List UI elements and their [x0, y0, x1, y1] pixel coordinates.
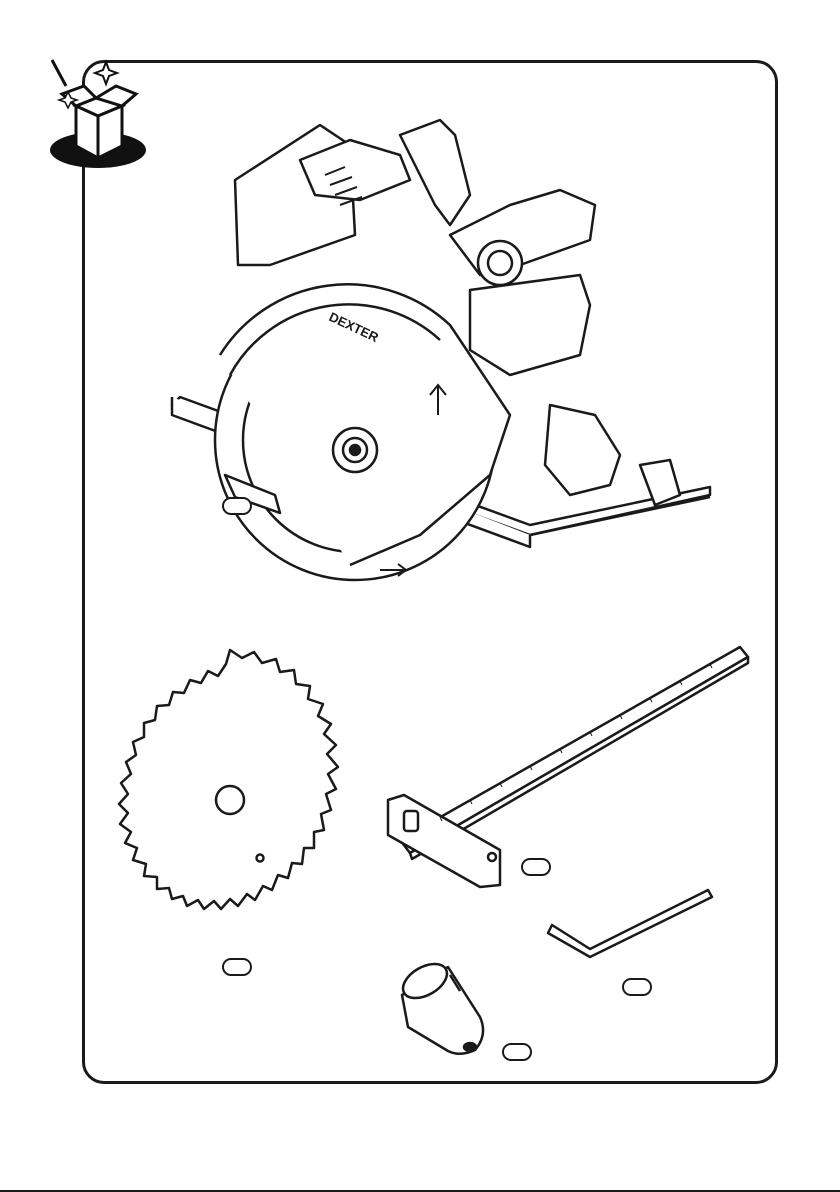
saw-callout	[222, 497, 252, 515]
guide-callout	[521, 858, 551, 876]
circular-saw-illustration: DEXTER	[150, 115, 720, 635]
dust-adapter-illustration	[390, 955, 500, 1065]
blade-callout	[222, 958, 252, 976]
hex-key-callout	[622, 978, 652, 996]
adapter-callout	[502, 1043, 532, 1061]
saw-blade-illustration	[100, 640, 360, 960]
hex-key-illustration	[540, 885, 720, 975]
unboxing-box-icon	[48, 58, 150, 170]
parallel-guide-illustration	[380, 635, 760, 895]
